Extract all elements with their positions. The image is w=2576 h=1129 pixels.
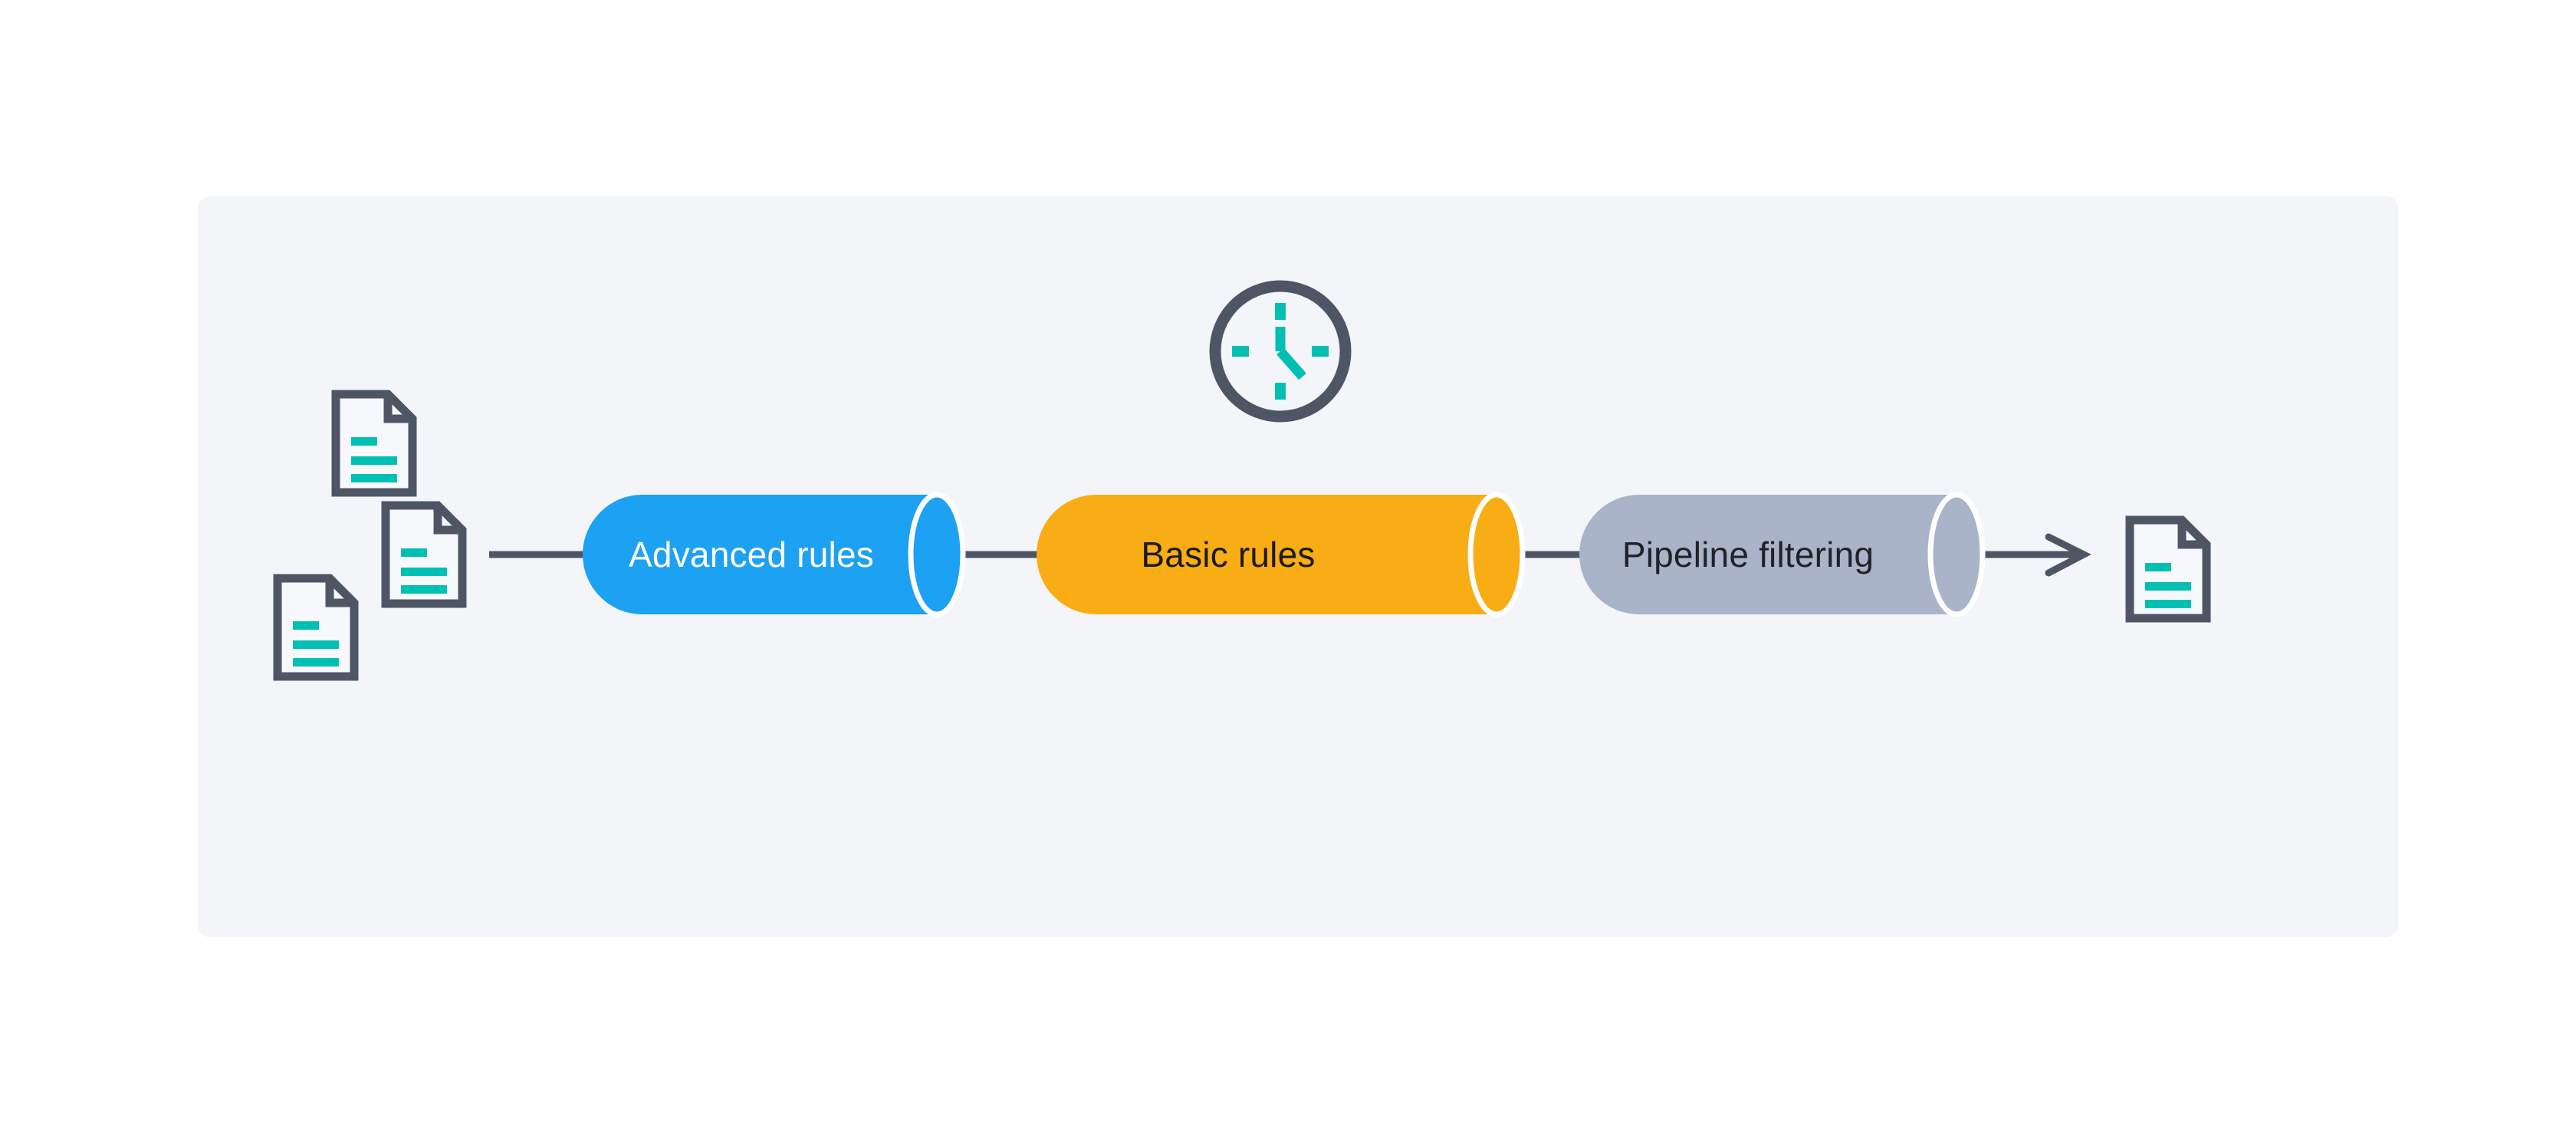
- cylinder-body-basic: [1037, 495, 1523, 614]
- stage-pipeline-filtering[interactable]: [1579, 492, 1986, 617]
- stage-basic-rules[interactable]: [1037, 492, 1526, 617]
- cylinder-cap-advanced: [908, 492, 966, 617]
- clock-tick-6-icon: [1275, 383, 1286, 400]
- cylinder-cap-pipeline: [1927, 492, 1986, 617]
- clock-tick-3-icon: [1312, 346, 1329, 357]
- cylinder-cap-basic: [1467, 492, 1526, 617]
- clock-tick-9-icon: [1232, 346, 1249, 357]
- input-documents-group: [278, 394, 462, 676]
- document-icon[interactable]: [386, 505, 462, 604]
- clock-minute-hand-icon: [1276, 347, 1306, 380]
- stage-advanced-rules[interactable]: [583, 492, 966, 617]
- cylinder-body-advanced: [583, 495, 963, 614]
- document-icon[interactable]: [2130, 520, 2206, 618]
- output-documents-group: [2130, 520, 2206, 618]
- connector-lines: [489, 533, 2091, 577]
- document-icon[interactable]: [336, 394, 412, 492]
- cylinder-body-pipeline: [1579, 495, 1983, 614]
- document-icon[interactable]: [278, 578, 354, 676]
- clock-icon-group[interactable]: [1209, 280, 1352, 423]
- clock-tick-12-icon: [1275, 303, 1286, 320]
- arrow-head-icon: [2045, 533, 2091, 577]
